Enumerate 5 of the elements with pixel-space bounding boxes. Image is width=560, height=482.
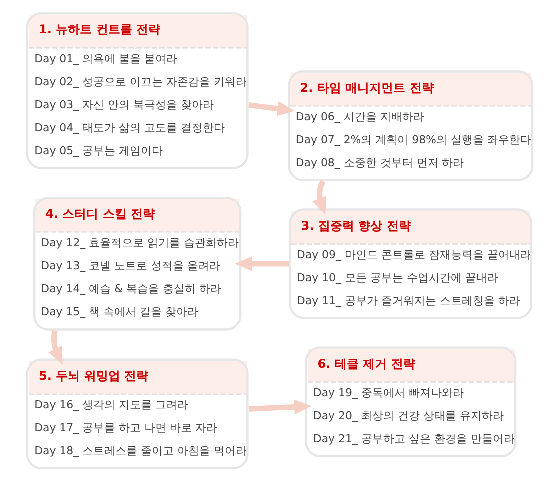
arrow: [312, 180, 327, 215]
arrow: [248, 101, 295, 116]
arrow: [235, 256, 290, 272]
arrow: [248, 400, 312, 415]
arrow: [48, 330, 63, 365]
